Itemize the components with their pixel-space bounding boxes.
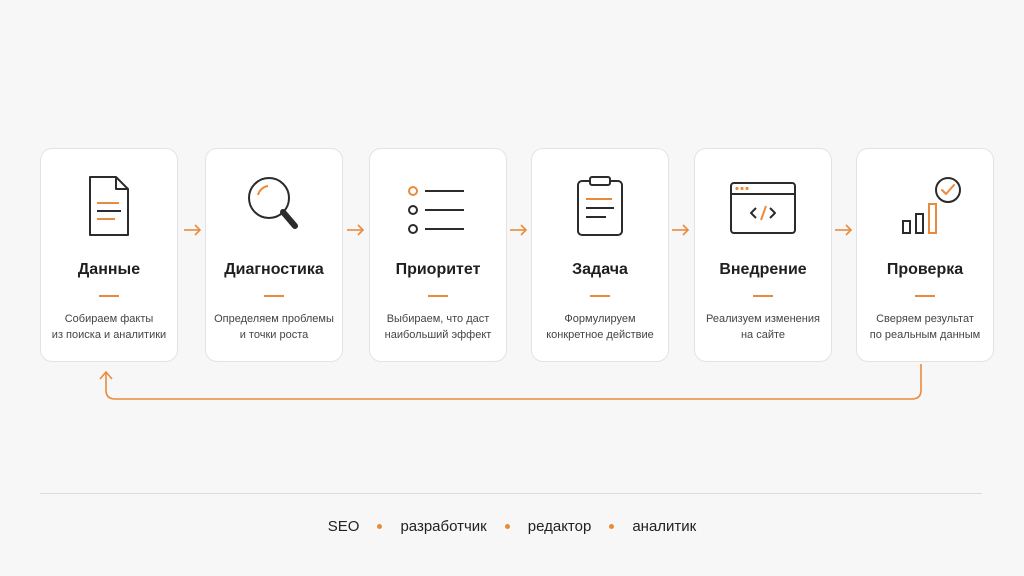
accent-dash	[99, 295, 119, 297]
arrow-right-icon	[835, 224, 853, 236]
accent-dash	[264, 295, 284, 297]
step-title: Внедрение	[719, 261, 807, 278]
role-seo: SEO	[327, 518, 360, 535]
bullet-dot	[609, 523, 615, 529]
document-icon	[89, 176, 129, 236]
accent-dash	[590, 295, 610, 297]
accent-dash	[428, 295, 448, 297]
step-title: Диагностика	[224, 261, 324, 278]
divider	[40, 493, 982, 494]
step-title: Приоритет	[395, 261, 481, 278]
arrow-right-icon	[672, 224, 690, 236]
accent-dash	[915, 295, 935, 297]
step-title: Проверка	[886, 261, 964, 278]
role-editor: редактор	[527, 518, 592, 535]
role-developer: разработчик	[400, 518, 487, 535]
list-icon	[408, 186, 464, 234]
step-title: Задача	[572, 261, 628, 278]
code-window-icon	[730, 182, 796, 234]
clipboard-icon	[577, 176, 623, 236]
magnifier-icon	[248, 177, 298, 229]
bullet-dot	[504, 523, 510, 529]
growth-check-icon	[902, 177, 961, 234]
arrow-right-icon	[510, 224, 528, 236]
arrow-right-icon	[347, 224, 365, 236]
role-analyst: аналитик	[632, 518, 697, 535]
step-title: Данные	[77, 261, 141, 278]
arrow-right-icon	[184, 224, 202, 236]
accent-dash	[753, 295, 773, 297]
bullet-dot	[377, 523, 383, 529]
roles-list: SEO разработчик редактор аналитик	[0, 518, 1024, 535]
